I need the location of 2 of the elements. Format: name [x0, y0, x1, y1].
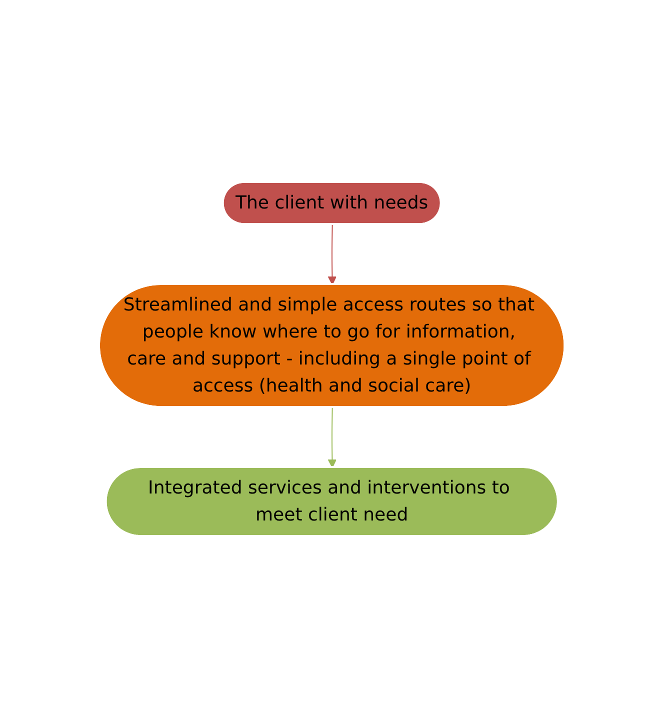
- arrow: [327, 224, 336, 285]
- arrow: [327, 407, 336, 468]
